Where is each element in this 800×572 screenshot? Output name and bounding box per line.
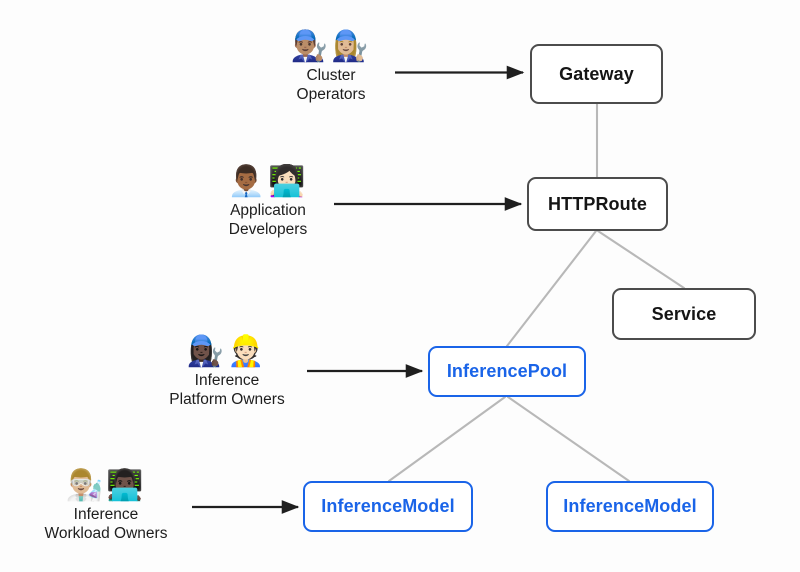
node-label-inferencemodel-right: InferenceModel [563, 496, 697, 516]
persona-inference-platform-owners: 👩🏿‍🔧👷🏻 Inference Platform Owners [122, 333, 332, 409]
node-label-gateway: Gateway [559, 63, 634, 84]
node-gateway[interactable]: Gateway [530, 44, 663, 104]
node-inferencemodel-left[interactable]: InferenceModel [303, 481, 473, 532]
node-service[interactable]: Service [612, 288, 756, 340]
connector-httproute-service [596, 229, 686, 290]
node-httproute[interactable]: HTTPRoute [527, 177, 668, 231]
persona-label-application-developers: Application Developers [228, 202, 308, 238]
scientist-technologist-pair-icon: 👨🏼‍🔬👨🏿‍💻 [65, 468, 147, 503]
node-inferencemodel-right[interactable]: InferenceModel [546, 481, 714, 532]
node-inferencepool[interactable]: InferencePool [428, 346, 586, 397]
persona-label-inference-platform-owners: Inference Platform Owners [169, 372, 285, 408]
persona-inference-workload-owners: 👨🏼‍🔬👨🏿‍💻 Inference Workload Owners [1, 467, 211, 543]
node-label-inferencepool: InferencePool [446, 361, 568, 381]
connector-inferencepool-inferencemodel-right [506, 395, 631, 483]
node-label-service: Service [651, 303, 717, 324]
construction-worker-pair-icon: 👩🏿‍🔧👷🏻 [186, 334, 268, 369]
connector-inferencepool-inferencemodel-left [387, 395, 507, 483]
office-worker-technologist-pair-icon: 👨🏾‍💼👩🏻‍💻 [227, 164, 309, 199]
persona-application-developers: 👨🏾‍💼👩🏻‍💻 Application Developers [163, 163, 373, 239]
persona-label-inference-workload-owners: Inference Workload Owners [44, 506, 168, 542]
persona-label-cluster-operators: Cluster Operators [296, 67, 366, 103]
node-label-httproute: HTTPRoute [548, 193, 647, 214]
connector-httproute-inferencepool [505, 229, 598, 348]
node-label-inferencemodel-left: InferenceModel [321, 496, 455, 516]
mechanic-pair-icon: 👨🏽‍🔧👩🏼‍🔧 [290, 29, 372, 64]
persona-cluster-operators: 👨🏽‍🔧👩🏼‍🔧 Cluster Operators [226, 28, 436, 104]
